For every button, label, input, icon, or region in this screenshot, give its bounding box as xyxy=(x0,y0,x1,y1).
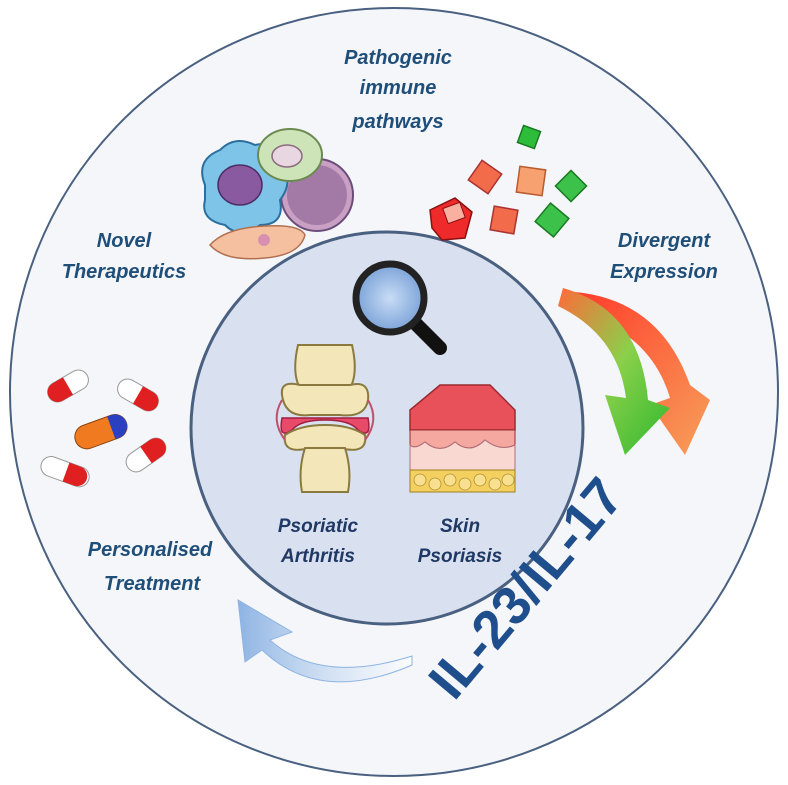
label-psoriatic-2: Arthritis xyxy=(280,546,355,567)
blue-curved-arrow-icon xyxy=(237,599,413,683)
label-personalised-1: Personalised xyxy=(88,539,213,561)
label-personalised-2: Treatment xyxy=(104,573,202,595)
pills-icon xyxy=(40,369,167,488)
label-divergent-2: Expression xyxy=(610,261,718,283)
joint-icon xyxy=(275,344,375,493)
immune-cells-icon xyxy=(201,128,354,260)
label-pathogenic-2: immune xyxy=(360,77,437,99)
label-psoriatic-1: Psoriatic xyxy=(278,516,359,537)
label-skin-2: Psoriasis xyxy=(418,546,503,567)
green-arrow-icon xyxy=(558,288,670,455)
label-divergent-1: Divergent xyxy=(618,230,712,252)
label-skin-1: Skin xyxy=(440,516,480,537)
skin-layer-icon xyxy=(409,384,516,493)
orange-arrow-icon xyxy=(570,292,710,455)
magnifier-icon xyxy=(352,260,447,355)
label-pathogenic-1: Pathogenic xyxy=(344,47,452,69)
inner-circle xyxy=(189,230,585,626)
cytokine-cubes-icon xyxy=(429,124,588,241)
label-novel-1: Novel xyxy=(97,230,152,252)
label-pathogenic-3: pathways xyxy=(351,111,443,133)
label-novel-2: Therapeutics xyxy=(62,261,186,283)
